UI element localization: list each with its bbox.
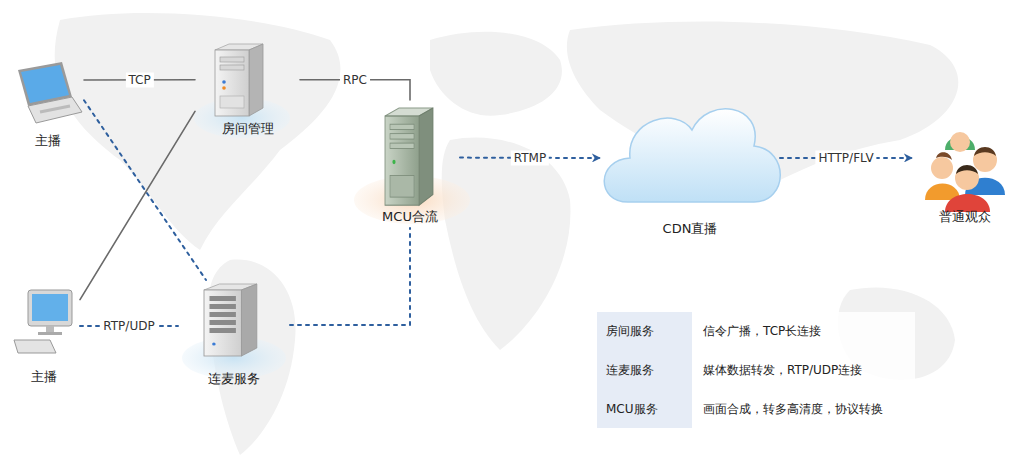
server-icon-part bbox=[210, 328, 236, 333]
desktop-icon bbox=[14, 290, 72, 353]
node-label: CDN直播 bbox=[600, 220, 780, 238]
audience-icon-part bbox=[950, 132, 970, 152]
audience-icon-part bbox=[955, 166, 979, 190]
audience-icon-part bbox=[931, 157, 953, 179]
server-icon-part bbox=[204, 290, 241, 356]
server-icon-part bbox=[390, 143, 414, 148]
server-icon-part bbox=[249, 44, 263, 116]
world-map-part bbox=[442, 138, 571, 351]
edge-label: RTP/UDP bbox=[100, 318, 157, 333]
server-icon-part bbox=[392, 160, 395, 164]
host-desktop: 主播 bbox=[8, 284, 80, 388]
server-icon-part bbox=[220, 65, 244, 70]
room-server: 房间管理 bbox=[195, 38, 300, 140]
server-icon-part bbox=[241, 284, 256, 356]
cloud-icon-part bbox=[604, 109, 780, 202]
node-label: 房间管理 bbox=[195, 120, 300, 138]
server-icon-part bbox=[390, 124, 414, 129]
table-cell: 画面合成，转多高清度，协议转换 bbox=[703, 401, 883, 417]
table-cell: 房间服务 bbox=[606, 323, 654, 339]
audience-icon-part bbox=[956, 165, 978, 174]
server-icon-part bbox=[215, 50, 249, 116]
node-label: 普通观众 bbox=[912, 208, 1017, 226]
audience-icon-part bbox=[974, 147, 996, 156]
laptop-icon-part bbox=[28, 97, 82, 123]
server-icon-part bbox=[210, 304, 236, 309]
media-link bbox=[290, 228, 410, 325]
server-icon-part bbox=[419, 108, 433, 205]
node-label-text: 主播 bbox=[35, 133, 61, 148]
laptop-icon-part bbox=[21, 65, 69, 103]
table-frame-part bbox=[597, 312, 915, 428]
node-label: 主播 bbox=[12, 132, 84, 150]
desktop-icon-part bbox=[38, 332, 62, 335]
world-map-part bbox=[430, 32, 562, 116]
server-icon-part bbox=[210, 312, 236, 317]
laptop-icon-part bbox=[40, 106, 70, 112]
server-icon-part bbox=[212, 342, 216, 345]
audience-group: 普通观众 bbox=[912, 128, 1017, 228]
server-icon-part bbox=[210, 296, 236, 301]
server-icon-part bbox=[222, 80, 226, 84]
edge-label: TCP bbox=[125, 72, 153, 87]
table-cell: 媒体数据转发，RTP/UDP连接 bbox=[703, 362, 862, 378]
table-cell: 信令广播，TCP长连接 bbox=[703, 323, 821, 339]
cdn-cloud: CDN直播 bbox=[600, 92, 780, 240]
table-frame-part bbox=[597, 312, 692, 428]
node-label: 主播 bbox=[8, 368, 80, 386]
edge-label: RPC bbox=[340, 72, 370, 87]
desktop-icon-part bbox=[32, 294, 68, 321]
edge-label: RTMP bbox=[511, 150, 549, 165]
server-icon-part bbox=[390, 176, 414, 198]
node-label-text: 连麦服务 bbox=[208, 371, 260, 386]
link-server: 连麦服务 bbox=[178, 280, 290, 390]
server-icon bbox=[385, 108, 433, 205]
server-icon bbox=[204, 284, 257, 356]
node-label-text: MCU合流 bbox=[382, 209, 438, 224]
node-label-text: 主播 bbox=[31, 369, 57, 384]
edge-label: HTTP/FLV bbox=[815, 151, 876, 166]
node-label-text: 普通观众 bbox=[939, 209, 991, 224]
world-map bbox=[55, 13, 959, 455]
node-label-text: CDN直播 bbox=[663, 221, 718, 236]
world-map-part bbox=[55, 13, 341, 250]
cloud-icon bbox=[604, 109, 780, 202]
desktop-icon-part bbox=[14, 340, 56, 353]
audience-icon-part bbox=[936, 152, 952, 160]
desktop-icon-part bbox=[28, 290, 72, 326]
media-link bbox=[84, 100, 206, 280]
server-icon-part bbox=[222, 86, 226, 90]
server-icon-part bbox=[390, 134, 414, 139]
laptop-icon bbox=[18, 62, 82, 123]
node-label: MCU合流 bbox=[360, 208, 460, 226]
mcu-server: MCU合流 bbox=[360, 100, 460, 228]
table-frame bbox=[597, 312, 915, 428]
server-icon-part bbox=[220, 96, 244, 108]
table-cell: 连麦服务 bbox=[606, 362, 654, 378]
server-icon-part bbox=[385, 116, 419, 205]
server-icon-part bbox=[210, 320, 236, 325]
server-icon-part bbox=[220, 57, 244, 62]
audience-icon bbox=[925, 132, 1005, 212]
signal-link bbox=[80, 111, 195, 299]
desktop-icon-part bbox=[46, 326, 54, 332]
node-label-text: 房间管理 bbox=[222, 121, 274, 136]
server-icon bbox=[215, 44, 263, 116]
table-cell: MCU服务 bbox=[606, 401, 658, 417]
host-laptop: 主播 bbox=[12, 58, 84, 152]
node-label: 连麦服务 bbox=[178, 370, 290, 388]
audience-icon-part bbox=[973, 148, 997, 172]
